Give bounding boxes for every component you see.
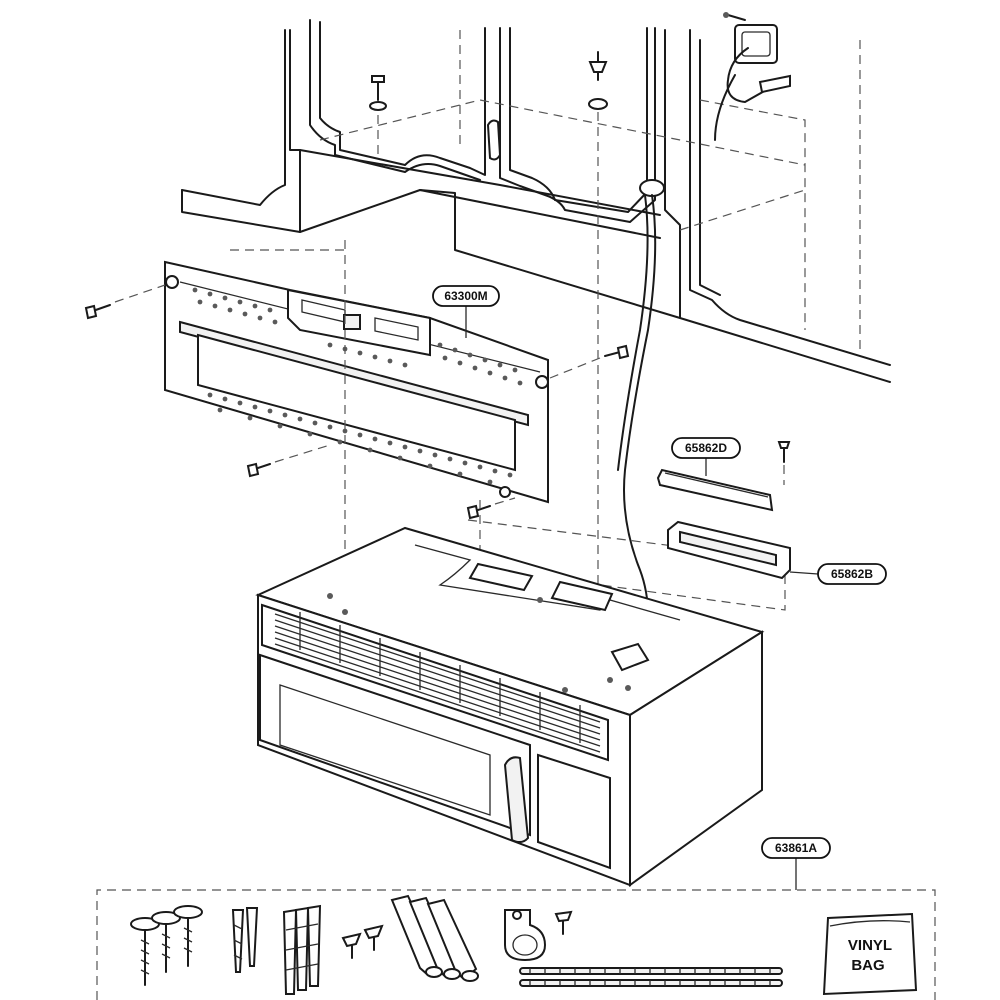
label-mounting-plate: 63300M: [444, 289, 487, 303]
vinyl-bag-label-line1: VINYL: [848, 937, 892, 954]
microwave-oven: [255, 526, 765, 887]
callout-top-filler-lower: 65862B: [789, 563, 887, 585]
installation-kit-box: VINYL BAG: [96, 889, 936, 1000]
top-cabinet-bolt-right: [588, 51, 608, 200]
plate-screw-left: [84, 284, 166, 320]
hanger-brackets: [390, 894, 479, 982]
label-installation-kit: 63861A: [775, 841, 817, 855]
label-top-filler-lower: 65862B: [831, 567, 873, 581]
callout-installation-kit: 63861A: [761, 837, 831, 890]
callout-mounting-plate: 63300M: [432, 285, 500, 338]
cord-clamp: [504, 909, 573, 962]
plate-perforations: [192, 287, 523, 485]
toggle-bolts: [130, 905, 203, 986]
callout-top-filler-upper: 65862D: [671, 437, 741, 476]
upper-cabinets: [181, 19, 891, 383]
small-screws: [341, 924, 384, 959]
top-cabinet-bolt-left: [369, 75, 387, 160]
top-filler-lower: [667, 520, 791, 580]
top-filler-screw: [777, 441, 791, 485]
mounting-plate: [164, 260, 549, 504]
spring-strips: [519, 967, 783, 987]
top-filler-upper: [656, 468, 774, 512]
plate-screw-lower-right: [466, 497, 516, 520]
vinyl-bag-label-line2: BAG: [851, 957, 884, 974]
vinyl-bag: VINYL BAG: [822, 912, 918, 996]
vent-grille: [274, 612, 601, 753]
plate-screw-right: [549, 344, 630, 379]
label-top-filler-upper: 65862D: [685, 441, 727, 455]
wood-screws: [231, 907, 259, 973]
plate-screw-lower-left: [246, 444, 331, 478]
long-bolts: [282, 904, 322, 995]
power-outlet: [714, 12, 791, 141]
power-cord: [623, 194, 657, 661]
